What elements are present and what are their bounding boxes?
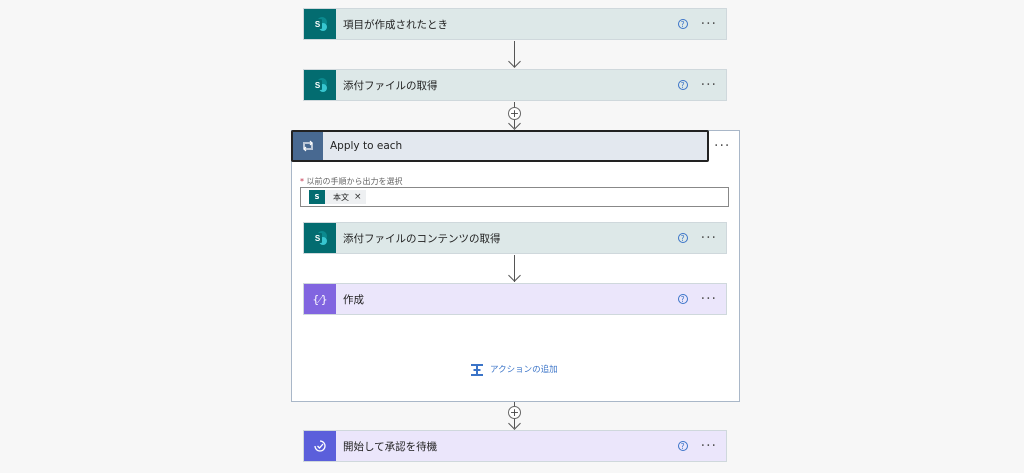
connector-line — [514, 41, 515, 67]
more-options-button[interactable]: ··· — [700, 291, 717, 307]
more-options-button[interactable]: ··· — [700, 77, 717, 93]
select-output-label: * 以前の手順から出力を選択 — [300, 176, 403, 187]
select-output-label-text: 以前の手順から出力を選択 — [306, 177, 403, 186]
approval-title: 開始して承認を待機 — [343, 440, 438, 453]
remove-token-button[interactable]: × — [354, 192, 362, 202]
get-attachment-content-title: 添付ファイルのコンテンツの取得 — [343, 232, 501, 245]
add-action-label: アクションの追加 — [490, 365, 558, 375]
compose-icon: {⁄} — [304, 284, 336, 314]
loop-icon — [293, 132, 323, 160]
trigger-card[interactable]: S 項目が作成されたとき ? ··· — [303, 8, 727, 40]
sharepoint-icon: S — [304, 9, 336, 39]
get-attachments-title: 添付ファイルの取得 — [343, 79, 438, 92]
trigger-title: 項目が作成されたとき — [343, 18, 448, 31]
compose-title: 作成 — [343, 293, 364, 306]
select-output-input[interactable]: S 本文 × — [300, 187, 729, 207]
svg-text:S: S — [315, 81, 321, 90]
more-options-button[interactable]: ··· — [700, 16, 717, 32]
approval-card[interactable]: 開始して承認を待機 ? ··· — [303, 430, 727, 462]
apply-to-each-header[interactable]: Apply to each — [291, 130, 709, 162]
connector-arrowhead — [508, 417, 521, 430]
help-icon[interactable]: ? — [677, 441, 688, 451]
get-attachments-card[interactable]: S 添付ファイルの取得 ? ··· — [303, 69, 727, 101]
token-label: 本文 — [333, 192, 349, 202]
svg-text:S: S — [315, 20, 321, 29]
svg-text:{⁄}: {⁄} — [312, 293, 327, 306]
help-icon[interactable]: ? — [677, 19, 688, 29]
help-icon[interactable]: ? — [677, 80, 688, 90]
insert-step-button[interactable]: + — [508, 406, 521, 419]
get-attachment-content-card[interactable]: S 添付ファイルのコンテンツの取得 ? ··· — [303, 222, 727, 254]
compose-card[interactable]: {⁄} 作成 ? ··· — [303, 283, 727, 315]
approval-icon — [304, 431, 336, 461]
sharepoint-icon: S — [309, 190, 325, 204]
sharepoint-icon: S — [304, 223, 336, 253]
add-action-button[interactable]: アクションの追加 — [470, 362, 558, 376]
help-icon[interactable]: ? — [677, 233, 688, 243]
connector-arrowhead — [508, 55, 521, 68]
help-icon[interactable]: ? — [677, 294, 688, 304]
apply-to-each-container — [291, 130, 740, 402]
more-options-button[interactable]: ··· — [714, 138, 731, 154]
connector-line — [514, 255, 515, 282]
insert-step-button[interactable]: + — [508, 107, 521, 120]
more-options-button[interactable]: ··· — [700, 230, 717, 246]
add-action-icon — [470, 362, 484, 376]
svg-text:S: S — [315, 234, 321, 243]
required-mark: * — [300, 177, 304, 186]
more-options-button[interactable]: ··· — [700, 438, 717, 454]
apply-to-each-title: Apply to each — [330, 140, 403, 152]
sharepoint-icon: S — [304, 70, 336, 100]
dynamic-content-token[interactable]: S 本文 × — [309, 190, 366, 204]
